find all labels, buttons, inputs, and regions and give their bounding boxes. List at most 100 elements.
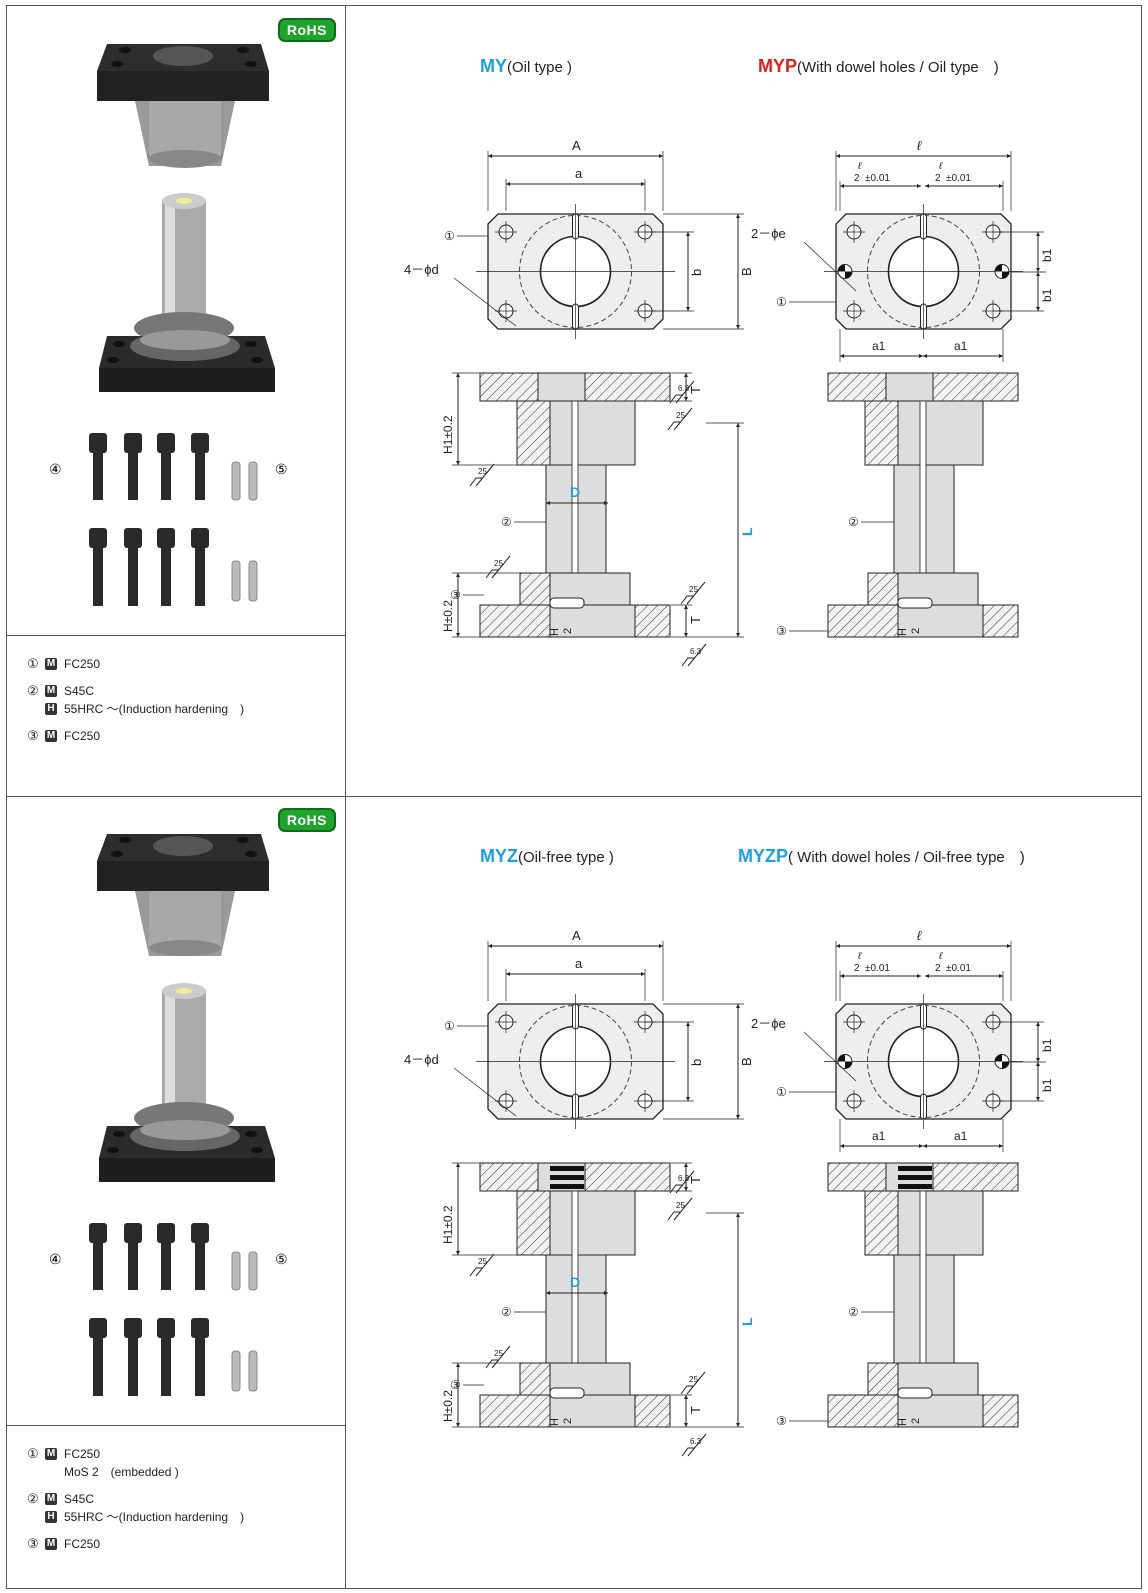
arrow-head: [659, 944, 663, 948]
arrow-head: [1036, 1097, 1040, 1101]
left-column: RoHS: [7, 6, 346, 796]
spec-sheet: RoHS: [6, 5, 1142, 1589]
roughness-symbol-icon: [680, 581, 706, 605]
dimension-label: ±0.01: [865, 963, 890, 974]
material-badge-icon: M: [45, 1538, 57, 1550]
dimension-label: B: [739, 267, 754, 276]
roughness-value: 25: [689, 1375, 698, 1384]
dimension-label: b1: [1040, 288, 1054, 302]
arrow-head: [456, 1423, 460, 1427]
material-1-lubricant: MoS 2 (embedded ): [64, 1465, 179, 1479]
dimension-label: ℓ: [857, 161, 862, 172]
arrow-head: [684, 1395, 688, 1399]
bushing-section: [864, 400, 899, 466]
part-callout-2: ②: [848, 515, 859, 529]
arrow-head: [925, 974, 929, 978]
arrow-head: [925, 184, 929, 188]
hatched-section: [827, 604, 899, 638]
arrow-head: [736, 423, 740, 427]
guide-post-photo: [99, 193, 275, 392]
hatched-section: [932, 1162, 1019, 1192]
hatched-section: [827, 1394, 899, 1428]
dimension-2-small: 2: [910, 628, 922, 634]
arrow-head: [488, 154, 492, 158]
arrow-head: [999, 974, 1003, 978]
dimension-label: ℓ: [917, 138, 922, 153]
arrow-head: [686, 232, 690, 236]
roughness-symbol-icon: [485, 555, 511, 579]
material-2: ② M S45C: [27, 1491, 95, 1506]
dimension-label: A: [572, 138, 581, 153]
dimension-label: b: [689, 269, 704, 276]
dimension-d: 4－ϕd: [404, 262, 439, 277]
dimension-e: 2－ϕe: [751, 226, 786, 241]
arrow-head: [659, 154, 663, 158]
dimension-label: a: [575, 166, 583, 181]
dimension-label: T: [688, 616, 703, 624]
arrow-head: [736, 1115, 740, 1119]
technical-drawings: MYZ(Oil-free type ) MYZP( With dowel hol…: [346, 796, 1141, 1588]
hatched-section: [479, 372, 539, 402]
material-1: ① M FC250: [27, 656, 101, 671]
roughness-value: 25: [494, 1349, 503, 1358]
flange-body: [885, 372, 934, 402]
dimension-label: L: [739, 527, 755, 536]
lubricant-plug: [550, 1166, 584, 1171]
dimension-label: b: [689, 1059, 704, 1066]
title-myp: MYP(With dowel holes / Oil type ): [758, 56, 999, 76]
hardening-badge-icon: H: [45, 1511, 57, 1523]
arrow-head: [923, 354, 927, 358]
arrow-head: [999, 184, 1003, 188]
dowel-pins-photo: [231, 461, 258, 602]
hatched-section: [584, 1162, 671, 1192]
arrow-head: [836, 154, 840, 158]
dimension-label: 2: [935, 173, 941, 184]
hatched-section: [634, 604, 671, 638]
hatched-section: [982, 604, 1019, 638]
arrow-head: [736, 1423, 740, 1427]
lubricant-plug: [898, 1175, 932, 1180]
panel-oil-free-type: RoHS: [7, 796, 1141, 1588]
dimension-label: a: [575, 956, 583, 971]
bushing-photo: [97, 834, 269, 956]
lubricant-plug: [898, 1166, 932, 1171]
arrow-head: [641, 182, 645, 186]
flange-body: [537, 372, 586, 402]
arrow-head: [684, 1187, 688, 1191]
dimension-label: a1: [954, 1129, 968, 1143]
part-callout-2: ②: [501, 1305, 512, 1319]
left-column: RoHS: [7, 796, 346, 1588]
arrow-head: [917, 184, 921, 188]
product-photos: ④ ⑤: [49, 44, 288, 606]
arrow-head: [456, 573, 460, 577]
roughness-symbol-icon: [669, 380, 695, 404]
dimension-label: H1±0.2: [441, 415, 455, 454]
roughness-value: 6.3: [678, 384, 690, 393]
dimension-label: H±0.2: [441, 1390, 455, 1422]
part-callout-1: ①: [776, 295, 787, 309]
bushing-section: [864, 1190, 899, 1256]
hatched-section: [982, 1394, 1019, 1428]
dimension-label: H1±0.2: [441, 1205, 455, 1244]
arrow-head: [736, 1213, 740, 1217]
material-2-hardening: H 55HRC ～(Induction hardening ): [45, 1509, 244, 1525]
part-callout-3: ③: [450, 1378, 461, 1392]
lower-boss-section: [519, 1362, 551, 1396]
technical-drawings: MY(Oil type ) MYP(With dowel holes / Oil…: [346, 6, 1141, 796]
dimension-label: D: [570, 1274, 580, 1290]
roughness-value: 6.3: [678, 1174, 690, 1183]
roughness-symbol-icon: [469, 463, 495, 487]
title-my: MY(Oil type ): [480, 56, 573, 76]
dimension-label: 2: [935, 963, 941, 974]
bushing-section: [516, 1190, 551, 1256]
dimension-label: H±0.2: [441, 600, 455, 632]
dowel-hole-fill: [995, 264, 1009, 279]
arrow-head: [999, 354, 1003, 358]
arrow-head: [840, 354, 844, 358]
title-myzp: MYZP( With dowel holes / Oil-free type ): [738, 846, 1025, 866]
arrow-head: [999, 1144, 1003, 1148]
dimension-d: 4－ϕd: [404, 1052, 439, 1067]
arrow-head: [684, 633, 688, 637]
